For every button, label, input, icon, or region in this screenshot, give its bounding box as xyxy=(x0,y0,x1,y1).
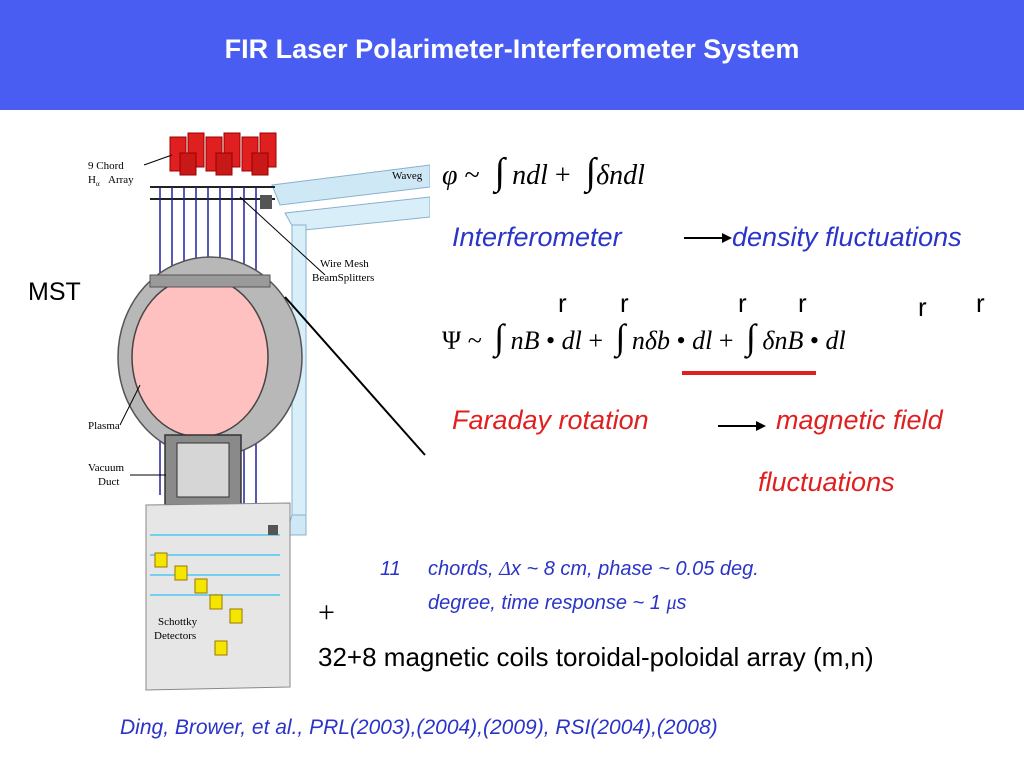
dot-operator: • xyxy=(546,326,556,355)
chord-label: 9 Chord xyxy=(88,160,124,172)
laser-sources xyxy=(169,132,277,176)
plus-sign: + xyxy=(318,596,335,629)
apparatus-diagram: 9 Chord Hα Array Waveg Wire Mesh BeamSpl… xyxy=(88,132,430,691)
h-alpha-symbol: Hα xyxy=(88,174,100,188)
nb-term: nB xyxy=(774,326,804,355)
title-bar: FIR Laser Polarimeter-Interferometer Sys… xyxy=(0,0,1024,110)
faraday-rotation-label: Faraday rotation xyxy=(452,405,649,435)
specs-text: s xyxy=(676,592,687,614)
integral-symbol: ∫ xyxy=(494,151,506,193)
ndl-term: ndl xyxy=(609,160,645,191)
vector-mark: r xyxy=(738,288,747,318)
mu-symbol: μ xyxy=(666,592,677,614)
wire-mesh-label: Wire Mesh xyxy=(320,258,369,270)
equation-phi: φ ~ ∫ ndl + ∫δndl xyxy=(442,150,645,194)
specs-line-2: degree, time response ~ 1 μs xyxy=(428,592,687,615)
arrow-line xyxy=(684,237,724,239)
red-underline xyxy=(682,371,816,375)
specs-line-1: chords, Δx ~ 8 cm, phase ~ 0.05 deg. xyxy=(428,558,759,581)
detector-box xyxy=(145,502,291,691)
ndl-term: ndl xyxy=(512,160,548,191)
mst-label: MST xyxy=(28,278,81,306)
chord-count: 11 xyxy=(380,558,401,580)
plus-symbol: + xyxy=(718,326,734,355)
arrow-head-icon xyxy=(722,233,732,243)
arrow-line xyxy=(718,425,758,427)
plus-symbol: + xyxy=(554,160,571,191)
array-label: Array xyxy=(108,174,134,186)
integral-symbol: ∫ xyxy=(615,317,626,357)
delta-symbol: δ xyxy=(644,326,658,355)
tilde-symbol: ~ xyxy=(467,326,482,355)
delta-symbol: δ xyxy=(762,326,775,355)
beamsplitters-label: BeamSplitters xyxy=(312,272,374,284)
duct-label: Duct xyxy=(98,476,119,488)
slide-title: FIR Laser Polarimeter-Interferometer Sys… xyxy=(224,34,800,64)
arrow-head-icon xyxy=(756,421,766,431)
density-fluctuations-label: density fluctuations xyxy=(732,222,962,252)
citation: Ding, Brower, et al., PRL(2003),(2004),(… xyxy=(120,716,718,739)
plasma-label: Plasma xyxy=(88,420,120,432)
specs-text: chords, xyxy=(428,558,500,580)
vacuum-label: Vacuum xyxy=(88,462,124,474)
integral-symbol: ∫ xyxy=(494,317,505,357)
b-term: b xyxy=(657,326,671,355)
delta-symbol: δ xyxy=(596,160,610,191)
dot-operator: • xyxy=(809,326,819,355)
vector-mark: r xyxy=(620,288,629,318)
dl-term: dl xyxy=(825,326,846,355)
torus-vessel xyxy=(117,256,303,458)
integral-symbol: ∫ xyxy=(585,151,597,193)
nb-term: nB xyxy=(510,326,540,355)
magnetic-field-label: magnetic field xyxy=(776,405,943,435)
top-rail xyxy=(150,186,275,209)
specs-text: x ~ 8 cm, phase ~ 0.05 deg. xyxy=(510,558,759,580)
vector-mark: r xyxy=(976,288,985,318)
dot-operator: • xyxy=(676,326,686,355)
equation-psi: Ψ ~ ∫ nB • dl + ∫ nδb • dl + ∫ δnB • dl xyxy=(442,316,846,358)
tilde-symbol: ~ xyxy=(464,160,480,191)
schottky-label: Schottky xyxy=(158,616,198,628)
waveguide-label: Waveg xyxy=(392,170,423,182)
coils-text: 32+8 magnetic coils toroidal-poloidal ar… xyxy=(318,642,874,672)
plus-symbol: + xyxy=(588,326,604,355)
vector-mark: r xyxy=(798,288,807,318)
interferometer-label: Interferometer xyxy=(452,222,622,252)
psi-symbol: Ψ xyxy=(442,326,462,355)
detectors-label: Detectors xyxy=(154,630,196,642)
phi-symbol: φ xyxy=(442,160,458,191)
dl-term: dl xyxy=(561,326,582,355)
dl-term: dl xyxy=(692,326,713,355)
vector-mark: r xyxy=(918,292,927,322)
n-term: n xyxy=(631,326,645,355)
fluctuations-label: fluctuations xyxy=(758,467,895,497)
specs-text: degree, time response ~ 1 xyxy=(428,592,667,614)
vector-mark: r xyxy=(558,288,567,318)
label-pointers xyxy=(119,154,426,476)
delta-symbol: Δ xyxy=(499,558,511,580)
integral-symbol: ∫ xyxy=(746,317,756,357)
vacuum-duct xyxy=(164,434,242,506)
